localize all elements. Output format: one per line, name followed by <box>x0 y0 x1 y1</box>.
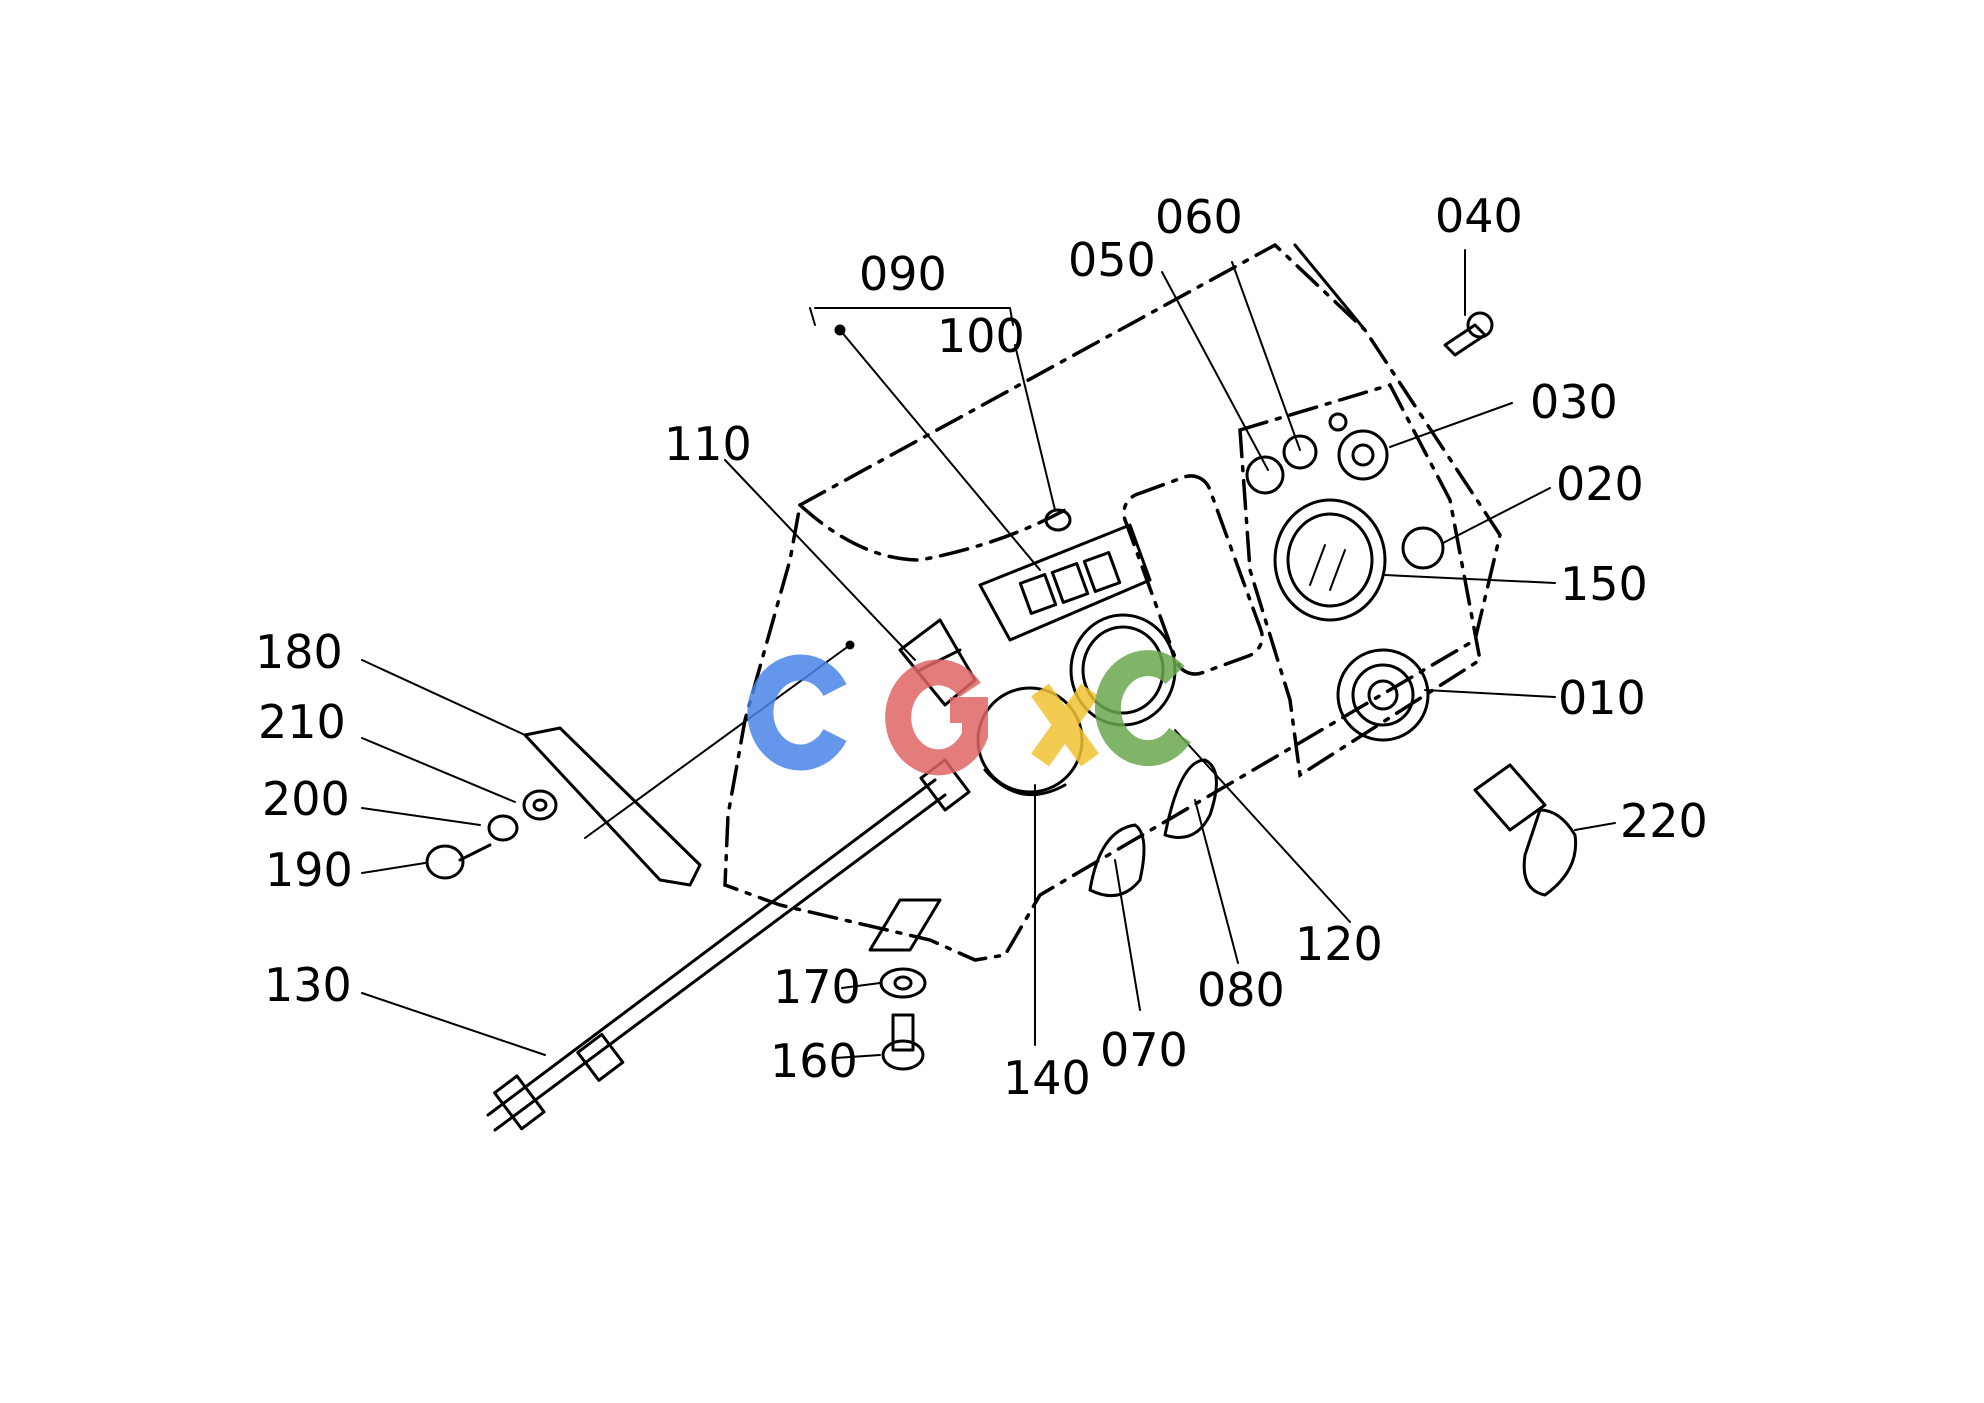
leader-lines <box>361 249 1616 1059</box>
key-switch <box>1336 648 1578 897</box>
callout-090: 090 <box>859 247 947 301</box>
tacho-cable <box>486 758 971 1132</box>
callout-130: 130 <box>264 958 352 1012</box>
watermark-letter-x <box>1031 683 1099 767</box>
mounting-bracket <box>425 726 702 887</box>
dashboard-housing <box>723 242 1502 962</box>
callout-220: 220 <box>1620 794 1708 848</box>
callout-150: 150 <box>1560 557 1648 611</box>
callout-020: 020 <box>1556 457 1644 511</box>
callout-080: 080 <box>1197 963 1285 1017</box>
callout-170: 170 <box>773 960 861 1014</box>
watermark-letter-g <box>885 659 988 776</box>
small-components <box>1245 311 1494 570</box>
callout-030: 030 <box>1530 375 1618 429</box>
callout-140: 140 <box>1003 1051 1091 1105</box>
mounting-bolt <box>868 898 942 1071</box>
callout-100: 100 <box>937 309 1025 363</box>
watermark-letter-c2 <box>1094 650 1191 767</box>
callout-060: 060 <box>1155 190 1243 244</box>
callout-040: 040 <box>1435 189 1523 243</box>
callout-180: 180 <box>255 625 343 679</box>
warning-lamp-cluster <box>978 508 1152 642</box>
callout-labels: 090 100 110 050 060 040 030 020 150 010 … <box>255 189 1708 1105</box>
callout-010: 010 <box>1558 671 1646 725</box>
callout-070: 070 <box>1100 1023 1188 1077</box>
callout-210: 210 <box>258 695 346 749</box>
callout-050: 050 <box>1068 233 1156 287</box>
callout-200: 200 <box>262 772 350 826</box>
watermark-letter-c1 <box>747 654 847 771</box>
callout-190: 190 <box>265 843 353 897</box>
callout-120: 120 <box>1295 917 1383 971</box>
hour-meter <box>1273 498 1387 622</box>
right-sub-panel <box>1122 382 1482 778</box>
callout-110: 110 <box>664 417 752 471</box>
callout-160: 160 <box>770 1034 858 1088</box>
watermark-logo <box>747 650 1191 776</box>
